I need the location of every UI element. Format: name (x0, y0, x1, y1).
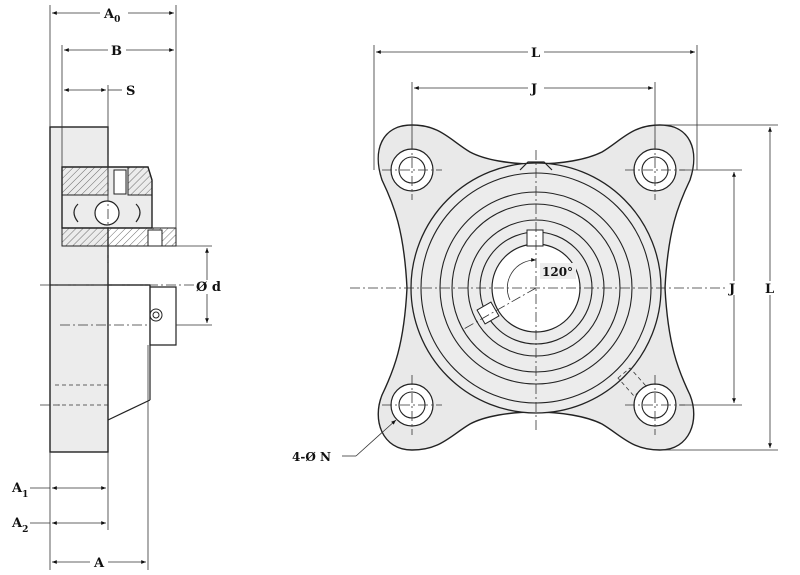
dim-l-top-label: L (531, 46, 540, 61)
dim-a1-label: A1 (11, 481, 28, 500)
dim-j-right-label: J (728, 282, 735, 297)
dim-a2-label: A2 (11, 516, 28, 535)
bolt-holes-label: 4-Ø N (292, 450, 331, 464)
dim-a-label: A (93, 556, 105, 571)
dim-l-right-label: L (765, 282, 774, 297)
side-view: A0 B S Ø d A1 A2 A (11, 5, 222, 571)
ball (94, 200, 120, 226)
angle-label: 120° (542, 265, 573, 279)
set-screw (147, 229, 163, 247)
dim-d-label: Ø d (196, 280, 221, 295)
grease-fitting (113, 169, 127, 195)
dim-b-label: B (111, 44, 122, 59)
dim-s-label: S (126, 84, 135, 99)
set-screw-top (526, 229, 544, 247)
dim-j-top-label: J (530, 82, 537, 97)
housing-boss (108, 284, 177, 346)
front-view: L J J L 120° 4-Ø N (292, 45, 778, 464)
dim-a0-label: A0 (103, 7, 120, 25)
